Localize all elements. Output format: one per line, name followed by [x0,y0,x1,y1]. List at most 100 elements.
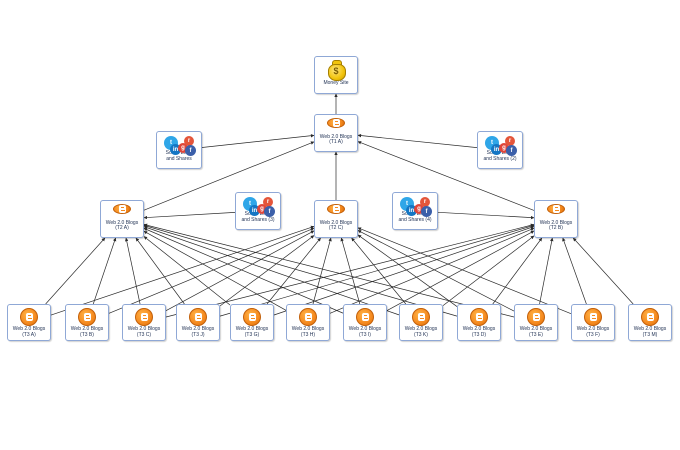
node-label: Web 2.0 Blogs [633,326,667,332]
node-label: Web 2.0 Blogs [70,326,104,332]
connector-arrow [219,235,315,307]
node-sublabel: (T3 E) [529,331,543,338]
connector-arrow [572,237,634,305]
connector-arrow [357,133,478,148]
tier2-blog-node[interactable]: Web 2.0 Blogs (T2 C) [314,200,358,238]
blogger-icon [470,308,488,326]
tier3-blog-node[interactable]: Web 2.0 Blogs(T3 C) [122,304,166,341]
node-label: Web 2.0 Blogs [291,326,325,332]
money-site-node[interactable]: $ Money Site [314,56,358,94]
tier3-blog-node[interactable]: Web 2.0 Blogs(T3 E) [514,304,558,341]
money-bag-icon: $ [325,60,347,81]
node-label: Web 2.0 Blogs [462,326,496,332]
blogger-icon [327,118,345,128]
tier3-blog-node[interactable]: Web 2.0 Blogs(T3 G) [230,304,274,341]
node-sublabel: (T3 C) [136,331,152,338]
node-label: Web 2.0 Blogs [12,326,46,332]
node-label: Web 2.0 Blogs [539,219,573,226]
connector-arrow [562,237,587,305]
connector-arrow [165,230,315,311]
connector-arrow [442,235,535,306]
node-sublabel: (T3 B) [80,331,94,338]
node-label: Web 2.0 Blogs [127,326,161,332]
connector-arrow [143,230,287,311]
node-sublabel: and Shares (3) [241,216,275,223]
connector-arrow [492,237,543,305]
connector-arrow [143,212,236,220]
connector-arrow [108,227,315,314]
connector-arrow [340,237,361,305]
tier3-blog-node[interactable]: Web 2.0 Blogs(T3 A) [7,304,51,341]
node-sublabel: (T3 A) [22,331,36,338]
connector-arrow [135,237,185,305]
tier3-blog-node[interactable]: Web 2.0 Blogs(T3 H) [286,304,330,341]
connector-arrow [329,227,535,314]
tier2-blog-node[interactable]: Web 2.0 Blogs (T2 B) [534,200,578,238]
tier3-blog-node[interactable]: Web 2.0 Blogs(T3 F) [571,304,615,341]
connector-arrow [437,211,535,220]
connector-arrow [143,141,315,211]
connector-arrow [143,225,400,316]
blogger-icon [547,204,565,214]
connector-arrow [273,225,535,316]
blogger-icon [113,204,131,214]
tier3-blog-node[interactable]: Web 2.0 Blogs(T3 I) [343,304,387,341]
connector-arrow [143,224,458,317]
node-label: Web 2.0 Blogs [348,326,382,332]
connector-arrow [539,237,554,305]
node-label: Web 2.0 Blogs [576,326,610,332]
connector-arrow [201,133,315,148]
node-label: Web 2.0 Blogs [319,133,353,140]
node-label: Web 2.0 Blogs [519,326,553,332]
connector-arrow [386,230,535,311]
node-sublabel: (T2 B) [549,225,563,232]
tier1-blog-node[interactable]: Web 2.0 Blogs (T1 A) [314,114,358,152]
connector-arrow [124,237,141,305]
node-sublabel: (T1 A) [329,139,343,146]
node-sublabel: (T3 G) [244,331,260,338]
blogger-icon [584,308,602,326]
node-sublabel: (T3 I) [359,331,371,338]
blogger-icon [299,308,317,326]
connector-arrow [143,223,515,318]
tier3-blog-node[interactable]: Web 2.0 Blogs(T3 M) [628,304,672,341]
connector-arrow [357,230,515,312]
node-sublabel: and Shares (2) [483,155,517,162]
tier3-blog-node[interactable]: Web 2.0 Blogs(T3 J) [176,304,220,341]
connector-arrow [219,224,535,317]
node-sublabel: (T3 D) [471,331,487,338]
tier3-blog-node[interactable]: Web 2.0 Blogs(T3 D) [457,304,501,341]
node-sublabel: (T3 J) [191,331,205,338]
connector-arrow [165,223,535,318]
connector-arrow [312,237,332,305]
node-label: Web 2.0 Blogs [319,219,353,226]
blogger-icon [641,308,659,326]
connector-arrow [143,227,344,314]
connector-arrow [357,141,535,211]
blogger-icon [20,308,38,326]
blogger-icon [189,308,207,326]
connector-arrow [45,237,106,305]
connector-arrow [351,237,407,305]
node-sublabel: (T2 C) [328,225,344,232]
blogger-icon [527,308,545,326]
blogger-icon [135,308,153,326]
tier2-blog-node[interactable]: Web 2.0 Blogs (T2 A) [100,200,144,238]
blogger-icon [356,308,374,326]
node-sublabel: and Shares (4) [398,216,432,223]
node-label: Web 2.0 Blogs [181,326,215,332]
tier3-blog-node[interactable]: Web 2.0 Blogs(T3 K) [399,304,443,341]
connector-arrow [143,236,231,306]
tier3-blog-node[interactable]: Web 2.0 Blogs(T3 B) [65,304,109,341]
node-sublabel: (T3 K) [414,331,428,338]
connector-arrow [357,227,572,314]
connector-arrow [357,234,458,307]
